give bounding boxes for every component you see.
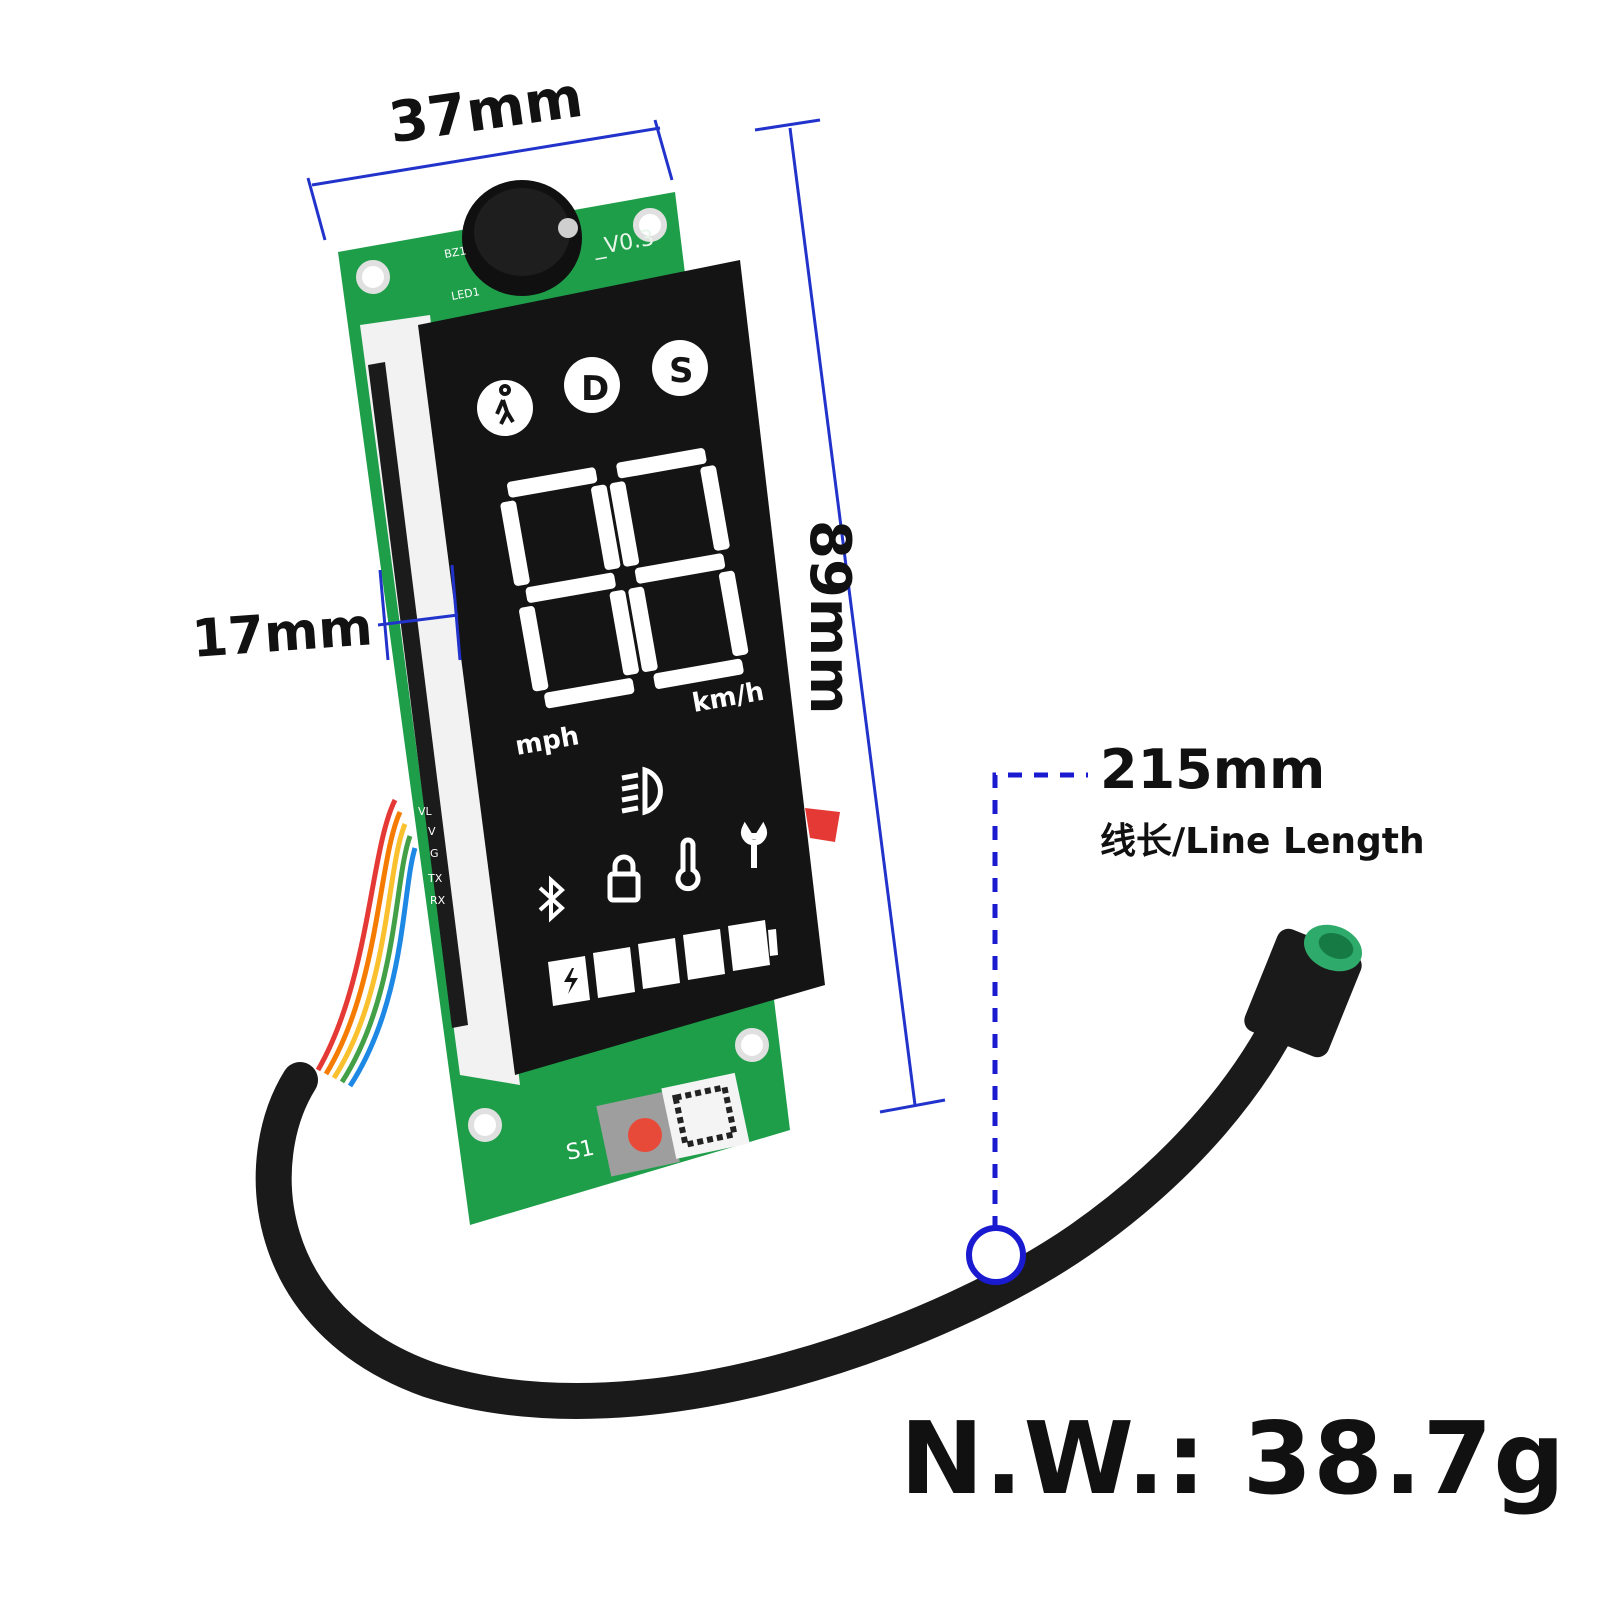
pin-label: VL [418,805,433,818]
thermometer-icon [675,837,701,892]
pin-label: G [430,847,439,860]
pin-label: V [428,825,436,838]
battery-segment [683,929,725,980]
switch-button[interactable] [628,1118,662,1152]
cable-length-caption: 线长/Line Length [1100,821,1425,862]
battery-segment [638,938,680,989]
qr-sticker [661,1072,750,1159]
battery-gauge [548,920,778,1006]
pin-label: RX [430,894,446,907]
net-weight-label: N.W.: 38.7g [900,1400,1566,1517]
battery-tip [768,929,778,956]
d-mode-letter: D [581,369,609,409]
dimension-lines [306,118,946,1114]
bluetooth-icon [538,875,565,923]
lock-icon [607,854,641,903]
mount-hole [356,260,390,294]
thickness-dimension-label: 17mm [190,597,375,670]
mount-hole [633,208,667,242]
wrench-icon [741,821,767,868]
d-mode-icon [564,357,620,413]
silk-bz: BZ1 [443,244,467,261]
height-dimension-label: 89mm [797,520,862,715]
silk-led: LED1 [450,285,480,303]
pin-label: TX [427,872,443,885]
battery-segment [728,920,770,971]
cable-dimension-marker [966,772,1088,1285]
charging-icon [564,968,578,994]
battery-segment [593,947,635,998]
s-mode-letter: S [669,351,694,391]
mount-hole [735,1028,769,1062]
mount-hole [468,1108,502,1142]
colored-wires [315,798,418,1088]
switch-label: S1 [564,1136,597,1166]
s-mode-icon [652,340,708,396]
cable-length-label: 215mm [1100,738,1326,801]
speed-digits [500,448,749,709]
display-panel [418,260,825,1075]
cable-connector [1244,924,1363,1058]
headlight-icon [621,766,663,816]
cable [255,962,1318,1419]
